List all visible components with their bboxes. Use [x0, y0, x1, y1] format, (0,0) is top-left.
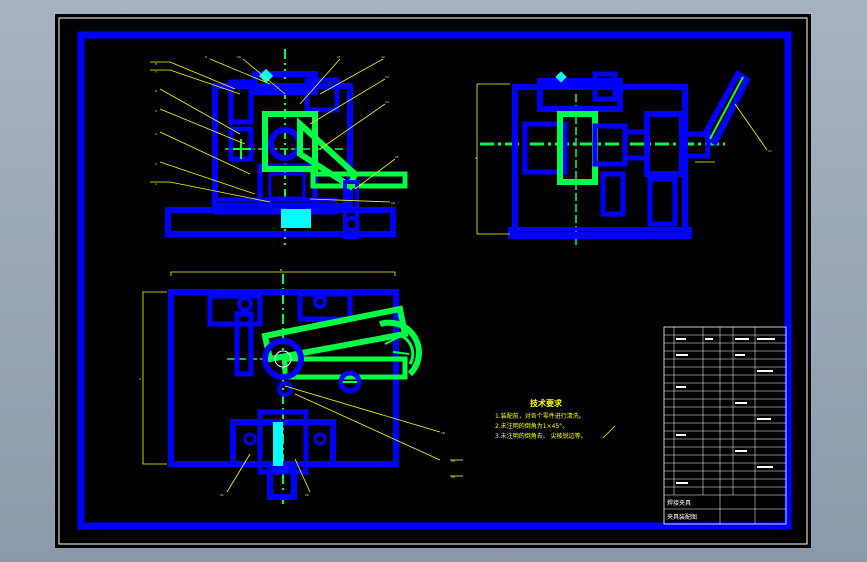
- notes-line-3: 3.未注明的倒角去、 尖棱锐边等。: [495, 432, 587, 440]
- svg-text:8: 8: [155, 62, 157, 66]
- side-view: 17A: [475, 69, 772, 246]
- notes-line-2: 2.未注明的倒角为1×45°。: [495, 422, 568, 430]
- svg-text:20: 20: [451, 475, 455, 479]
- svg-text:6: 6: [155, 89, 157, 93]
- svg-text:19: 19: [451, 459, 455, 463]
- drawing-frame: [77, 31, 792, 530]
- svg-text:18: 18: [441, 431, 445, 435]
- svg-text:C: C: [139, 377, 141, 381]
- svg-text:17: 17: [768, 149, 772, 153]
- outer-border: [58, 17, 808, 545]
- svg-text:12: 12: [381, 55, 385, 59]
- svg-text:4: 4: [155, 132, 157, 136]
- svg-text:A: A: [475, 156, 478, 160]
- notes-title: 技术要求: [530, 398, 563, 408]
- svg-text:3: 3: [155, 162, 157, 166]
- top-view: B C 18 19 20 21 22: [139, 268, 463, 504]
- svg-text:13: 13: [385, 75, 389, 79]
- technical-notes: 技术要求 1.装配前，对各个零件进行清洗。 2.未注明的倒角为1×45°。 3.…: [495, 398, 616, 440]
- svg-text:1: 1: [155, 182, 157, 186]
- svg-text:7: 7: [155, 70, 157, 74]
- svg-text:B: B: [280, 268, 282, 272]
- notes-line-1: 1.装配前，对各个零件进行清洗。: [495, 412, 585, 420]
- svg-text:16: 16: [391, 201, 395, 205]
- svg-text:15: 15: [395, 155, 399, 159]
- svg-text:14: 14: [385, 100, 389, 104]
- svg-text:10: 10: [237, 55, 241, 59]
- title-block: 焊接夹具 夹具装配图: [663, 326, 787, 525]
- svg-text:22: 22: [305, 493, 309, 497]
- title-block-name: 焊接夹具: [667, 499, 691, 507]
- svg-text:21: 21: [220, 493, 224, 497]
- svg-text:11: 11: [337, 55, 341, 59]
- svg-text:5: 5: [155, 109, 157, 113]
- svg-text:9: 9: [205, 55, 207, 59]
- title-block-drawing: 夹具装配图: [667, 513, 697, 521]
- front-view: 8 7 6 5 4 3 1 9 10 11 12 13 14 15 16: [150, 49, 408, 249]
